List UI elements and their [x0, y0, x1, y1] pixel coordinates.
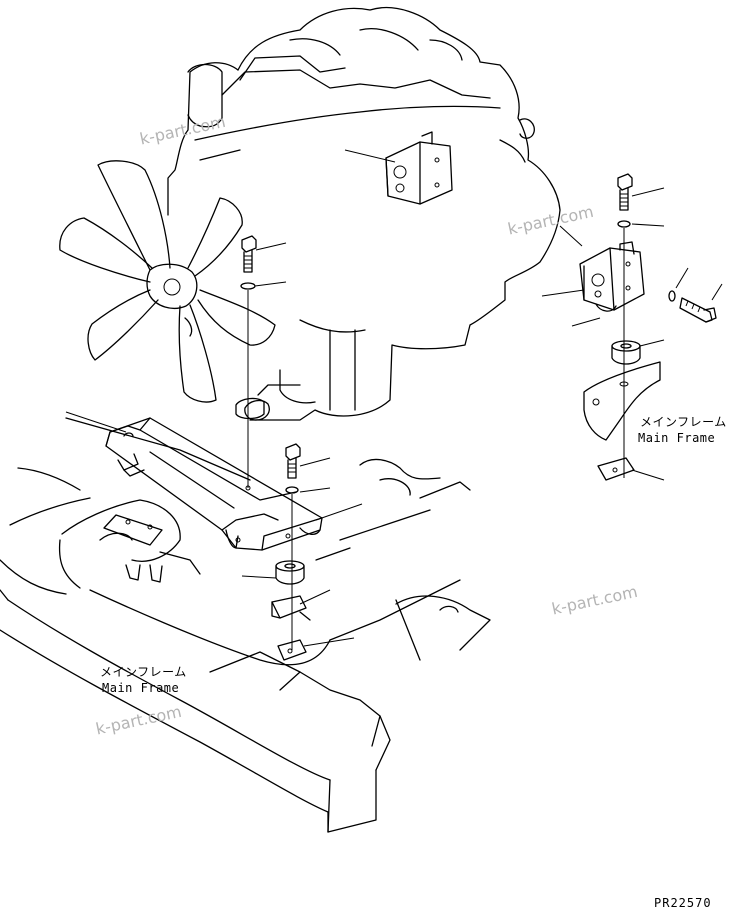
- front-washer: [240, 282, 256, 290]
- right-bolt: [617, 173, 633, 211]
- engine-block: [167, 6, 561, 421]
- left-main-frame: [0, 417, 491, 833]
- right-frame-label-jp: メインフレーム: [640, 415, 727, 429]
- right-mount-bracket: [579, 241, 645, 312]
- right-frame-label-en: Main Frame: [638, 431, 716, 445]
- right-frame-bracket: [583, 361, 661, 481]
- right-cushion: [611, 340, 641, 365]
- engine-bracket-left: [385, 131, 453, 205]
- front-support-bracket: [105, 417, 323, 551]
- front-lower-cushion: [275, 560, 305, 585]
- front-bolt: [241, 235, 257, 273]
- left-frame-label-en: Main Frame: [102, 681, 180, 695]
- right-side-bolt: [668, 290, 717, 323]
- drawing-code: PR22570: [654, 896, 712, 910]
- front-lower-plate: [271, 595, 307, 661]
- left-frame-label-jp: メインフレーム: [100, 665, 187, 679]
- cooling-fan: [59, 160, 276, 403]
- front-mount-rubber: [235, 397, 265, 420]
- middle-bolt: [285, 443, 301, 479]
- leader-lines: [65, 149, 723, 647]
- middle-washer: [285, 486, 299, 494]
- right-washer: [617, 220, 631, 228]
